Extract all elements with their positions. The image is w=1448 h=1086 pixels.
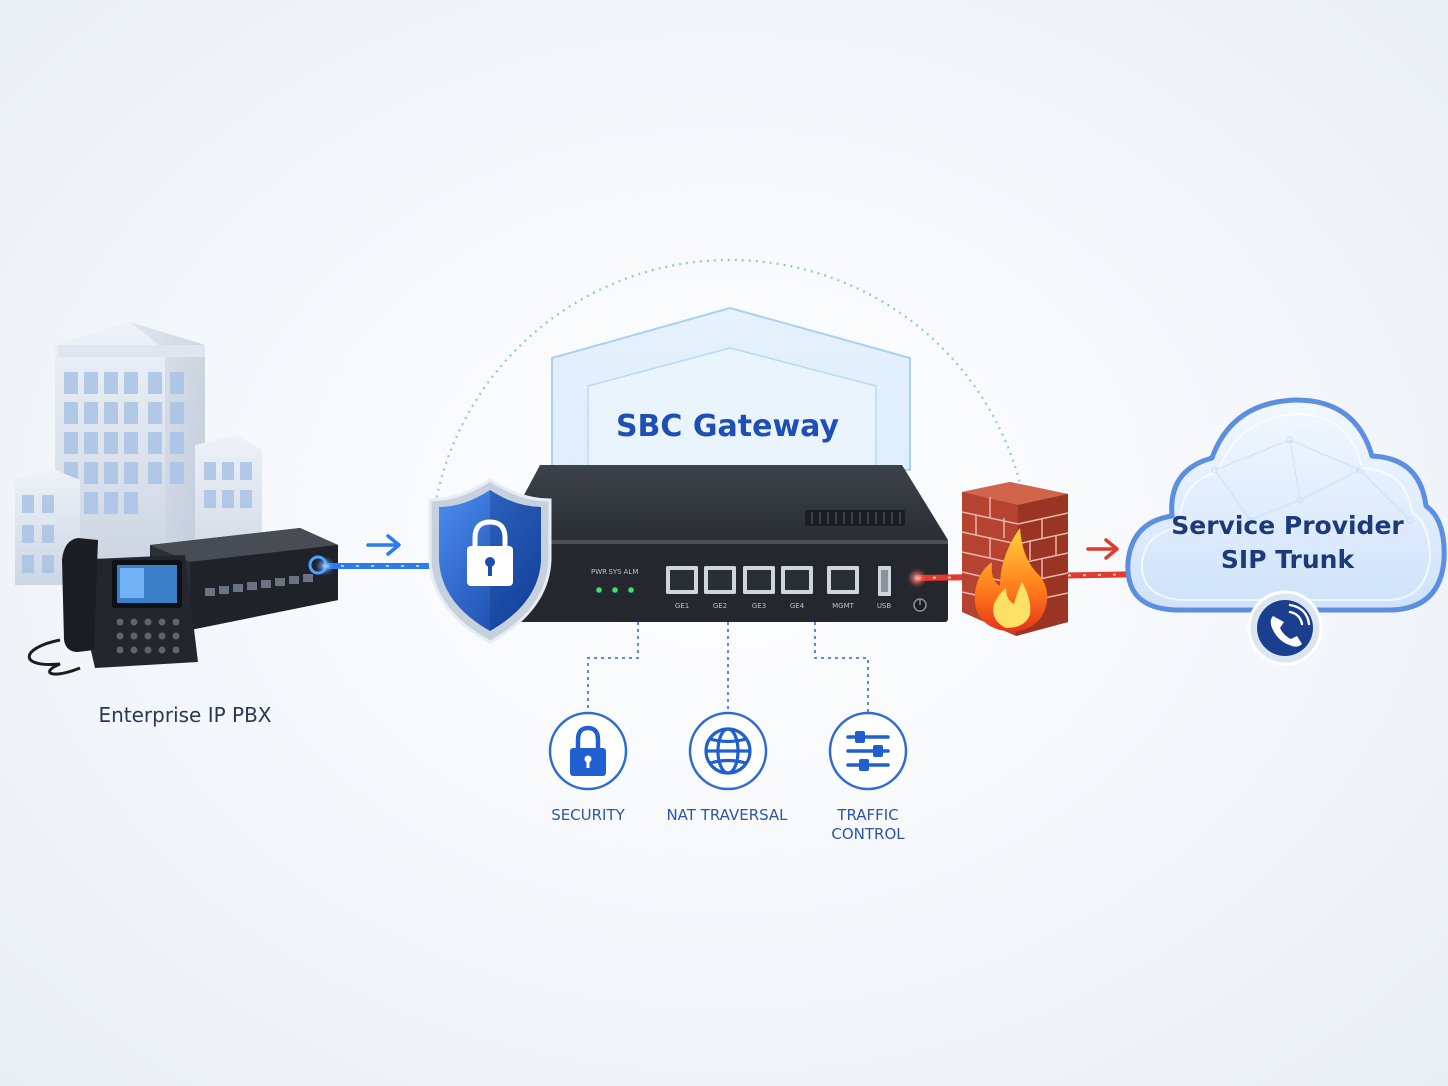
led-pwr bbox=[596, 587, 602, 593]
feature-security-label: SECURITY bbox=[551, 806, 625, 824]
usb-port: USB bbox=[877, 566, 892, 610]
feature-traffic-label: TRAFFIC CONTROL bbox=[831, 806, 905, 843]
led-label-alm: ALM bbox=[624, 568, 639, 576]
padlock-icon bbox=[467, 519, 513, 586]
port-label-ge3: GE3 bbox=[752, 602, 766, 610]
port-socket bbox=[708, 570, 732, 590]
inbound-arrow-icon bbox=[366, 534, 401, 556]
port-label-ge4: GE4 bbox=[790, 602, 805, 610]
enterprise-pbx-label: Enterprise IP PBX bbox=[98, 703, 272, 727]
port-label-ge1: GE1 bbox=[675, 602, 689, 610]
feature-nat-label: NAT TRAVERSAL bbox=[666, 806, 788, 824]
led-alm bbox=[628, 587, 634, 593]
feature-connector-lines bbox=[587, 622, 869, 712]
outbound-arrow-icon bbox=[1086, 538, 1119, 560]
port-label-ge2: GE2 bbox=[713, 602, 727, 610]
protection-halo-arc bbox=[428, 258, 1032, 561]
led-sys bbox=[612, 587, 618, 593]
sbc-gateway-device bbox=[500, 465, 948, 622]
led-label-sys: SYS bbox=[608, 568, 622, 576]
sip-phone-badge-icon bbox=[1247, 590, 1323, 666]
usb-label: USB bbox=[877, 602, 892, 610]
sbc-shield-panel bbox=[551, 306, 911, 471]
port-label-mgmt: MGMT bbox=[832, 602, 855, 610]
office-building-icon bbox=[15, 322, 262, 585]
security-shield-icon bbox=[428, 478, 552, 644]
ethernet-port-group: GE1 GE2 GE3 GE4 MGMT bbox=[666, 566, 859, 610]
provider-label-line1: Service Provider bbox=[1171, 511, 1404, 540]
sbc-gateway-title: SBC Gateway bbox=[615, 409, 840, 444]
port-socket bbox=[831, 570, 855, 590]
feature-traffic-icon bbox=[828, 711, 908, 791]
desk-phone-icon bbox=[27, 538, 198, 676]
flame-icon bbox=[974, 528, 1048, 632]
feature-nat-icon bbox=[688, 711, 768, 791]
port-socket bbox=[747, 570, 771, 590]
cloud-icon bbox=[1125, 397, 1447, 613]
port-socket bbox=[785, 570, 809, 590]
padlock-icon bbox=[570, 725, 606, 776]
provider-label-line2: SIP Trunk bbox=[1220, 545, 1355, 574]
port-socket bbox=[670, 570, 694, 590]
lan-link-line bbox=[315, 556, 443, 576]
firewall-icon bbox=[961, 482, 1069, 636]
ip-pbx-appliance-icon bbox=[150, 528, 338, 630]
sliders-icon bbox=[846, 731, 890, 771]
led-label-pwr: PWR bbox=[591, 568, 607, 576]
power-button-icon bbox=[913, 598, 927, 612]
globe-icon bbox=[704, 727, 752, 775]
feature-security-icon bbox=[548, 711, 628, 791]
